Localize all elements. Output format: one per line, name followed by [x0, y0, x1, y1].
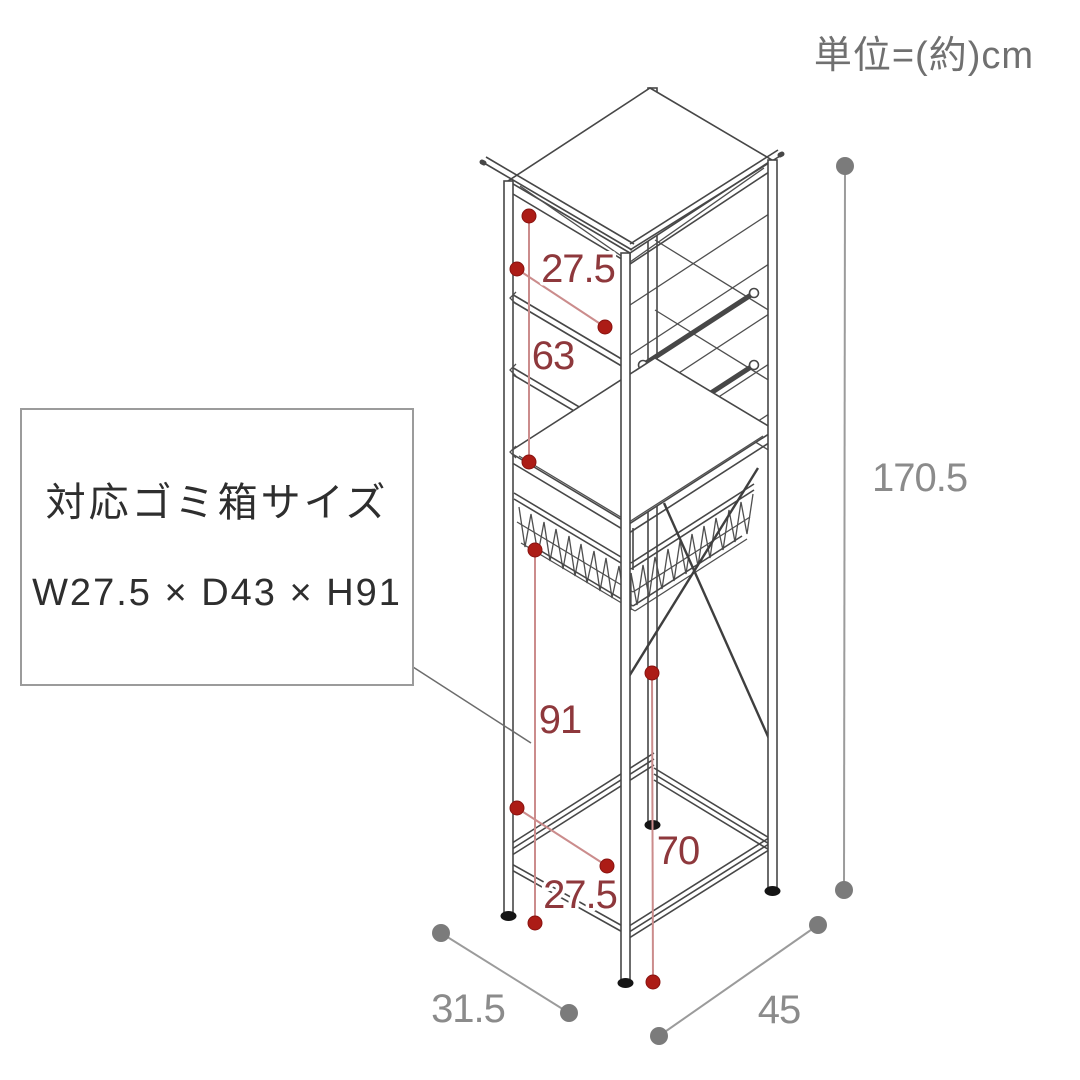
info-box-leader-line	[412, 666, 532, 744]
bottom-width-label: 27.5	[543, 873, 617, 917]
measurement-bottom-width: 27.5	[509, 800, 621, 921]
unit-note: 単位=(約)cm	[813, 35, 1034, 77]
shelf-hooks	[509, 291, 517, 459]
base-width-label: 31.5	[431, 987, 505, 1031]
bin-size-info-box: 対応ゴミ箱サイズ W27.5 × D43 × H91	[20, 408, 414, 686]
measurement-base-depth: 45	[650, 916, 827, 1045]
measurement-clearance-height: 70	[644, 665, 704, 990]
measurement-upper-height: 63	[521, 208, 579, 470]
x-cross-brace	[626, 467, 772, 742]
measurement-bin-height: 91	[527, 542, 586, 931]
bottom-rails	[507, 752, 773, 941]
measurement-total-height: 170.5	[835, 157, 972, 899]
measurement-base-width: 31.5	[428, 924, 578, 1035]
upper-height-label: 63	[532, 334, 575, 378]
measurement-top-width: 27.5	[509, 244, 619, 335]
info-box-size-text: W27.5 × D43 × H91	[32, 572, 402, 614]
top-width-label: 27.5	[541, 247, 615, 291]
clearance-height-label: 70	[657, 829, 700, 873]
top-panel	[479, 87, 785, 265]
base-depth-label: 45	[758, 988, 801, 1032]
back-right-post	[767, 159, 778, 891]
wire-basket	[513, 483, 755, 612]
bin-height-label: 91	[539, 698, 582, 742]
total-height-label: 170.5	[872, 456, 967, 500]
front-post	[620, 252, 631, 983]
info-box-title: 対応ゴミ箱サイズ	[45, 481, 389, 525]
feet	[500, 820, 781, 988]
